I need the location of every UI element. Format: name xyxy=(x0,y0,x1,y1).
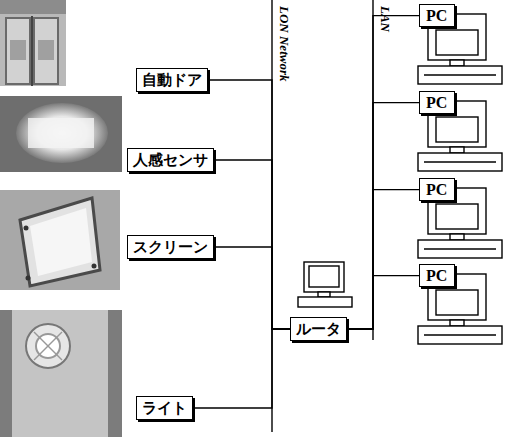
device-box: スクリーン xyxy=(127,235,214,259)
network-wire xyxy=(347,190,419,329)
device-box: ルータ xyxy=(290,317,347,341)
door-photo xyxy=(0,0,66,86)
node-text: PC xyxy=(420,92,454,113)
computer-icon xyxy=(298,262,352,307)
node-text: ルータ xyxy=(291,318,346,340)
pc-label-box: PC xyxy=(419,91,455,114)
light-photo xyxy=(0,310,122,437)
pc-label-box: PC xyxy=(419,178,455,201)
device-box: 自動ドア xyxy=(136,68,208,92)
network-wire xyxy=(347,16,419,329)
network-wire xyxy=(193,329,290,408)
device-box: 人感センサ xyxy=(127,148,214,172)
device-box: ライト xyxy=(136,396,193,420)
network-wire xyxy=(214,247,290,329)
node-text: 人感センサ xyxy=(128,149,213,171)
node-text: 自動ドア xyxy=(137,69,207,91)
network-label: LON Network xyxy=(277,6,292,81)
node-text: スクリーン xyxy=(128,236,213,258)
node-text: PC xyxy=(420,265,454,286)
pc-label-box: PC xyxy=(419,4,455,27)
network-wire xyxy=(347,103,419,329)
pc-label-box: PC xyxy=(419,264,455,287)
network-wire xyxy=(208,80,290,329)
network-label: LAN xyxy=(378,6,393,32)
network-wire xyxy=(347,276,419,329)
screen-photo xyxy=(0,190,120,290)
node-text: ライト xyxy=(137,397,192,419)
sensor-photo xyxy=(0,96,122,172)
node-text: PC xyxy=(420,179,454,200)
network-wire xyxy=(214,160,290,329)
node-text: PC xyxy=(420,5,454,26)
